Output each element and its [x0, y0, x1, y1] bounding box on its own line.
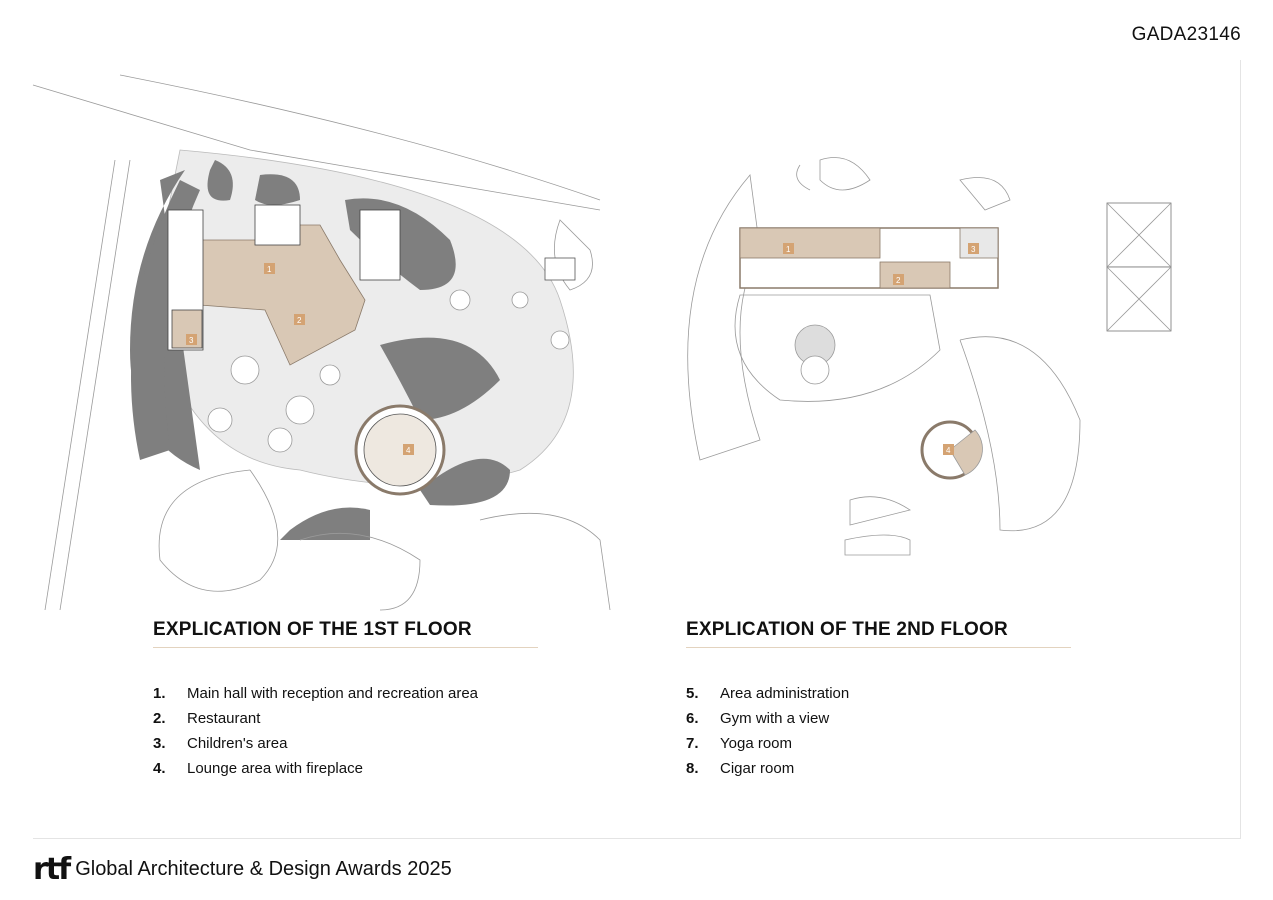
first-floor-plan — [32, 74, 611, 611]
marker-2-1 — [783, 243, 794, 254]
marker-2-3-label: 3 — [971, 245, 976, 254]
legend-item: 5. Area administration — [686, 681, 849, 706]
marker-1-3 — [186, 334, 197, 345]
second-floor-rule — [686, 647, 1071, 648]
first-floor-heading: EXPLICATION OF THE 1ST FLOOR — [153, 619, 472, 640]
marker-1-3-label: 3 — [189, 336, 194, 345]
marker-2-4 — [943, 444, 954, 455]
marker-2-1-label: 1 — [786, 245, 791, 254]
legend-num: 4. — [153, 760, 166, 777]
frame-divider-vertical — [1240, 60, 1241, 838]
marker-2-3 — [968, 243, 979, 254]
first-floor-legend: 1. Main hall with reception and recreatio… — [153, 681, 478, 781]
project-code: GADA23146 — [1131, 24, 1241, 45]
first-floor-rule — [153, 647, 538, 648]
second-floor-heading: EXPLICATION OF THE 2ND FLOOR — [686, 619, 1008, 640]
legend-item: 1. Main hall with reception and recreatio… — [153, 681, 478, 706]
legend-item: 7. Yoga room — [686, 731, 849, 756]
legend-label: Cigar room — [720, 760, 795, 777]
footer: rtf Global Architecture & Design Awards … — [33, 852, 452, 887]
legend-item: 3. Children's area — [153, 731, 478, 756]
marker-2-4-label: 4 — [946, 446, 951, 455]
rtf-logo: rtf — [33, 852, 71, 887]
legend-num: 3. — [153, 735, 166, 752]
second-floor-plan — [687, 157, 1172, 556]
marker-2-2-label: 2 — [896, 276, 901, 285]
footer-text: Global Architecture & Design Awards 2025 — [75, 858, 452, 880]
legend-num: 6. — [686, 710, 699, 727]
legend-item: 8. Cigar room — [686, 756, 849, 781]
marker-1-2-label: 2 — [297, 316, 302, 325]
legend-num: 5. — [686, 685, 699, 702]
legend-label: Lounge area with fireplace — [187, 760, 363, 777]
second-floor-markers: 1 2 3 4 — [783, 243, 979, 455]
legend-num: 2. — [153, 710, 166, 727]
first-floor-markers: 1 2 3 4 — [186, 263, 414, 455]
second-floor-legend: 5.Area administration 6.Gym with a view … — [686, 681, 849, 781]
legend-label: Gym with a view — [720, 710, 830, 727]
legend-num: 1. — [153, 685, 166, 702]
legend-label: Children's area — [187, 735, 288, 752]
marker-2-2 — [893, 274, 904, 285]
legend-item: 6. Gym with a view — [686, 706, 849, 731]
legend-num: 8. — [686, 760, 699, 777]
marker-1-4 — [403, 444, 414, 455]
legend-item: 2. Restaurant — [153, 706, 478, 731]
marker-1-2 — [294, 314, 305, 325]
legend-label: Area administration — [720, 685, 850, 702]
marker-1-1 — [264, 263, 275, 274]
legend-label: Yoga room — [720, 735, 792, 752]
legend-label: Main hall with reception and recreation … — [187, 685, 478, 702]
marker-1-4-label: 4 — [406, 446, 411, 455]
legend-item: 4. Lounge area with fireplace — [153, 756, 478, 781]
marker-1-1-label: 1 — [267, 265, 272, 274]
frame-divider-horizontal — [33, 838, 1241, 839]
legend-label: Restaurant — [187, 710, 261, 727]
legend-num: 7. — [686, 735, 699, 752]
